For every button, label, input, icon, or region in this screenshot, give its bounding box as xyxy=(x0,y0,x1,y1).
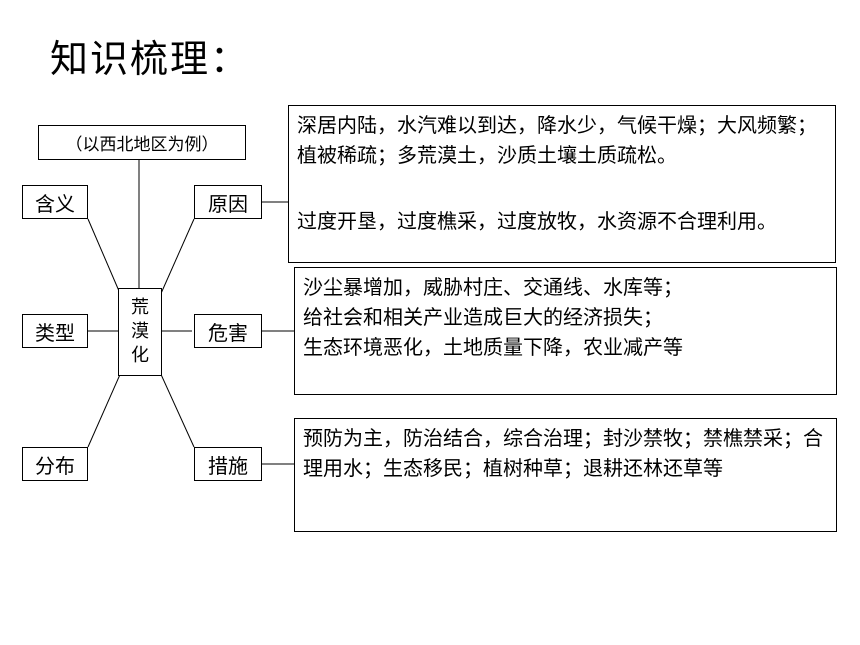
branch-cause: 原因 xyxy=(194,185,262,219)
branch-type: 类型 xyxy=(22,314,88,348)
cause-human-text: 过度开垦，过度樵采，过度放牧，水资源不合理利用。 xyxy=(297,209,777,233)
harm-line-3: 生态环境恶化，土地质量下降，农业减产等 xyxy=(303,335,683,359)
branch-distribution: 分布 xyxy=(22,447,88,481)
page-title: 知识梳理： xyxy=(50,37,251,81)
note-box: （以西北地区为例） xyxy=(38,125,246,160)
cause-box: 深居内陆，水汽难以到达，降水少，气候干燥；大风频繁；植被稀疏；多荒漠土，沙质土壤… xyxy=(288,105,836,263)
center-node: 荒 漠 化 xyxy=(118,288,162,376)
branch-harm: 危害 xyxy=(194,314,262,348)
cause-natural-text: 深居内陆，水汽难以到达，降水少，气候干燥；大风频繁；植被稀疏；多荒漠土，沙质土壤… xyxy=(297,113,817,167)
measure-box: 预防为主，防治结合，综合治理；封沙禁牧；禁樵禁采；合理用水；生态移民；植树种草；… xyxy=(294,418,837,532)
harm-line-2: 给社会和相关产业造成巨大的经济损失； xyxy=(303,305,663,329)
harm-line-1: 沙尘暴增加，威胁村庄、交通线、水库等； xyxy=(303,275,683,299)
center-char-1: 荒 xyxy=(131,297,149,318)
harm-box: 沙尘暴增加，威胁村庄、交通线、水库等； 给社会和相关产业造成巨大的经济损失； 生… xyxy=(294,267,837,395)
center-char-2: 漠 xyxy=(131,321,149,342)
center-char-3: 化 xyxy=(131,345,149,366)
branch-measure: 措施 xyxy=(194,447,262,481)
branch-meaning: 含义 xyxy=(22,185,88,219)
